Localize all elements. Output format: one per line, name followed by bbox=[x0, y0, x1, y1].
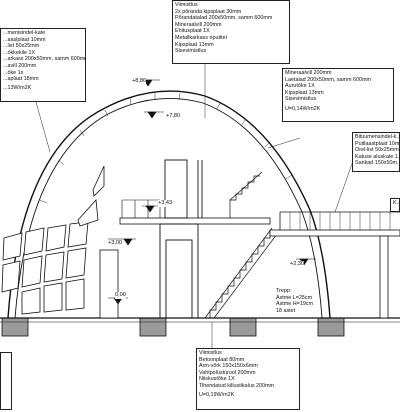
level-label-343: +3,43 bbox=[158, 200, 173, 207]
note-line: 2x põranda kipsplaat 30mm bbox=[175, 8, 242, 15]
note-line: ...arkass 200x50mm, samm 600mm bbox=[3, 56, 86, 63]
level-label-300: +3,00 bbox=[108, 240, 123, 247]
note-line: Viimistlus bbox=[199, 350, 222, 356]
note-line: Niiskustõke 1X bbox=[199, 376, 235, 383]
note-bottom-left bbox=[0, 352, 12, 410]
note-line: ...aaslplaat 10mm bbox=[3, 36, 46, 43]
foundations bbox=[1, 317, 345, 337]
dome-windows bbox=[1, 165, 105, 315]
note-line: Kipsplaat 13mm bbox=[285, 89, 324, 96]
dome-rafter-marks bbox=[39, 92, 293, 204]
note-line: ...ökkekile 1X bbox=[3, 49, 36, 56]
note-line: Arm-võrk 150x150x6mm bbox=[199, 363, 258, 370]
note-line: Mineraalvill 200mm bbox=[285, 70, 332, 76]
note-line: Aurutõke 1X bbox=[285, 83, 315, 90]
note-line: Sisevimistlus bbox=[175, 48, 207, 55]
stair-line: Trepp: bbox=[276, 288, 292, 294]
note-floor: Viimistlus Betoonplaat 80mm Arm-võrk 150… bbox=[196, 348, 300, 410]
note-line: Vahtpolüstürool 200mm bbox=[199, 369, 256, 376]
note-line: Orel-list 50x25mm bbox=[355, 147, 399, 154]
dome-outer-shell bbox=[7, 90, 331, 319]
main-stair bbox=[204, 227, 281, 319]
dome-inner-shell bbox=[14, 97, 323, 319]
note-line: ...aplaat 18mm bbox=[3, 76, 39, 83]
note-line: Laetalad 200x50mm, samm 600mm bbox=[285, 76, 371, 83]
mezzanine-railing bbox=[121, 199, 161, 218]
note-line: ...menisindel-kate bbox=[3, 30, 46, 36]
terrace-deck bbox=[269, 211, 400, 237]
note-line: Betoonplaat 80mm bbox=[199, 356, 245, 363]
stair-line: Astme L=25cm bbox=[276, 294, 313, 301]
note-line: Katuse aluskate 1... bbox=[355, 153, 400, 160]
note-line: Bituumensindel-k... bbox=[355, 134, 400, 140]
note-left-wall: ...menisindel-kate ...aaslplaat 10mm ...… bbox=[0, 28, 86, 102]
note-line: Sarikad 150x50m... bbox=[355, 160, 400, 167]
note-line: Tihendatud killustikalus 200mm bbox=[199, 382, 275, 389]
stair-line: 18 astet bbox=[276, 307, 296, 314]
terrace-column bbox=[379, 235, 389, 319]
note-line: Puitlaastplaat 10m... bbox=[355, 140, 400, 147]
note-line: Ehitusplaat 1X bbox=[175, 28, 210, 35]
mezzanine-floor bbox=[119, 217, 271, 225]
note-top-ceiling: Viimistlus 2x põranda kipsplaat 30mm Põr… bbox=[172, 0, 290, 64]
note-roof-right: Mineraalvill 200mm Laetalad 200x50mm, sa… bbox=[282, 68, 394, 122]
interior-walls bbox=[159, 159, 203, 319]
leader-lines bbox=[35, 64, 355, 348]
upper-stair bbox=[229, 171, 263, 218]
terrace-balusters bbox=[289, 212, 391, 230]
note-terrace: Bituumensindel-k... Puitlaastplaat 10m..… bbox=[352, 132, 400, 172]
note-line: Viimistlus bbox=[175, 2, 198, 8]
level-label-780: +7,80 bbox=[166, 113, 181, 120]
note-line: ...list 50x25mm bbox=[3, 43, 40, 50]
stair-info: Trepp: Astme L=25cm Astme H=19cm 18 aste… bbox=[276, 288, 313, 314]
level-label-000: 0,00 bbox=[115, 292, 126, 299]
note-u-value: U=0,14W/m2K bbox=[285, 105, 321, 112]
ground-door bbox=[99, 249, 119, 319]
note-line: ...avill 200mm bbox=[3, 62, 37, 69]
note-u-value: U=0,19W/m2K bbox=[199, 391, 235, 398]
note-line: Põrandatalad 200x50mm, samm 600mm bbox=[175, 15, 273, 22]
note-line: Kipsplaat 13mm bbox=[175, 41, 214, 48]
note-line: Sisevimistlus bbox=[285, 96, 317, 103]
level-label-230: +2,30 bbox=[290, 261, 305, 268]
note-far-right: K... bbox=[390, 198, 400, 212]
note-line: ...öke 1x bbox=[3, 69, 24, 76]
note-line: Mineraalvill 200mm bbox=[175, 21, 222, 28]
note-u-value: ...13W/m2K bbox=[3, 84, 32, 91]
note-line: Metallkarkass riputitel bbox=[175, 34, 227, 41]
stair-line: Astme H=19cm bbox=[276, 301, 313, 308]
note-line: K... bbox=[393, 200, 400, 206]
level-label-886: +8,86 bbox=[132, 78, 147, 85]
